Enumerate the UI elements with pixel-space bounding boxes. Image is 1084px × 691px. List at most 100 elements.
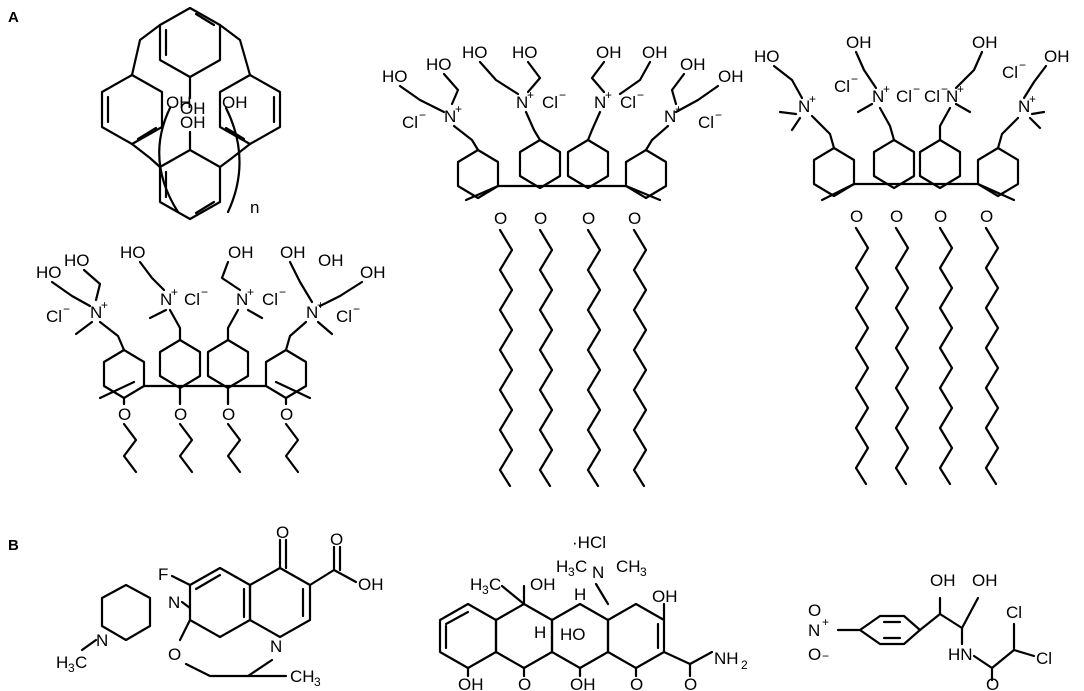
methyl-group: CH: [290, 667, 315, 686]
amide-group: NH: [714, 649, 739, 668]
atom-n-plus: N: [306, 303, 318, 322]
svg-text:−: −: [637, 88, 644, 102]
svg-text:−: −: [913, 82, 920, 96]
chloride-ion: Cl: [402, 113, 418, 132]
atom-oh: OH: [642, 43, 668, 62]
svg-text:3: 3: [640, 565, 647, 579]
chloride-ion: Cl: [542, 93, 558, 112]
svg-text:−: −: [941, 82, 948, 96]
fluoroquinolone-structure: O O OH F N O CH 3 N N H 3 C: [56, 523, 384, 689]
methyl-group: H: [56, 653, 68, 672]
atom-o: O: [518, 675, 531, 691]
svg-text:+: +: [527, 88, 534, 102]
svg-text:C: C: [575, 557, 587, 576]
svg-text:−: −: [201, 285, 208, 299]
chloride-ion: Cl: [46, 307, 62, 326]
atom-o: O: [280, 405, 293, 424]
svg-text:C: C: [75, 653, 87, 672]
atom-n-plus: N: [444, 107, 456, 126]
svg-text:−: −: [1019, 58, 1026, 72]
svg-text:3: 3: [314, 675, 321, 689]
hydrochloride-label: ·HCl: [572, 533, 606, 552]
atom-oh: OH: [972, 571, 998, 590]
chloride-ion: Cl: [336, 307, 352, 326]
svg-text:+: +: [101, 298, 108, 312]
atom-o: O: [118, 405, 131, 424]
atom-n-plus: N: [664, 107, 676, 126]
svg-text:2: 2: [741, 658, 748, 672]
atom-oh: OH: [930, 571, 956, 590]
chloride-ion: Cl: [620, 93, 636, 112]
atom-n-piperazine: N: [168, 593, 180, 612]
methyl-group: H: [556, 557, 568, 576]
atom-ho: HO: [120, 243, 146, 262]
nitro-n: N: [808, 621, 820, 640]
atom-n-plus: N: [594, 93, 606, 112]
calixarene-dodecyl-ammonium-mono-hydroxyethyl: HO OH OH OH N + N + N + N + Cl − Cl − Cl…: [754, 33, 1070, 486]
svg-text:+: +: [809, 92, 816, 106]
atom-oh-right: OH: [222, 93, 248, 112]
atom-n-plus: N: [516, 93, 528, 112]
atom-oh: OH: [1044, 47, 1070, 66]
atom-h: H: [574, 585, 586, 604]
atom-oh: OH: [570, 675, 596, 691]
dimethylamino-n: N: [592, 563, 604, 582]
svg-text:−: −: [559, 88, 566, 102]
atom-oh: OH: [280, 243, 306, 262]
atom-oh: OH: [972, 33, 998, 52]
svg-text:3: 3: [568, 565, 575, 579]
atom-n-plus: N: [798, 97, 810, 116]
atom-o: O: [222, 405, 235, 424]
svg-text:+: +: [883, 82, 890, 96]
svg-text:−: −: [353, 302, 360, 316]
atom-o-ketone: O: [276, 523, 289, 542]
atom-o: O: [534, 209, 547, 228]
atom-o-ring: O: [168, 645, 181, 664]
atom-oh-left: OH: [166, 93, 192, 112]
svg-text:+: +: [605, 88, 612, 102]
svg-text:−: −: [715, 108, 722, 122]
atom-oh: OH: [596, 43, 622, 62]
atom-ho: HO: [64, 251, 90, 270]
chloride-ion: Cl: [924, 87, 940, 106]
atom-cl: Cl: [1036, 649, 1052, 668]
chloramphenicol-structure: N O O + − OH OH HN O Cl Cl: [808, 571, 1052, 691]
atom-ho: HO: [512, 43, 538, 62]
atom-oh: OH: [846, 33, 872, 52]
nitro-o: O: [808, 645, 821, 664]
svg-text:−: −: [279, 285, 286, 299]
atom-n-plus: N: [236, 290, 248, 309]
svg-text:−: −: [419, 108, 426, 122]
panel-label-a: A: [8, 9, 19, 26]
panel-label-b: B: [8, 537, 19, 554]
atom-ho: HO: [754, 47, 780, 66]
svg-text:+: +: [1029, 92, 1036, 106]
svg-text:+: +: [957, 82, 964, 96]
svg-text:C: C: [489, 575, 501, 594]
chloride-ion: Cl: [896, 87, 912, 106]
svg-text:+: +: [455, 102, 462, 116]
methyl-group: CH: [616, 557, 641, 576]
atom-o: O: [628, 209, 641, 228]
atom-ho: HO: [426, 55, 452, 74]
atom-o: O: [684, 675, 697, 691]
atom-oh: OH: [652, 587, 678, 606]
chloride-ion: Cl: [834, 77, 850, 96]
atom-n-plus: N: [90, 303, 102, 322]
atom-o: O: [934, 207, 947, 226]
atom-o: O: [174, 405, 187, 424]
svg-text:+: +: [822, 615, 829, 629]
svg-text:+: +: [675, 102, 682, 116]
atom-oh: OH: [680, 55, 706, 74]
chloride-ion: Cl: [1002, 63, 1018, 82]
methyl-group: H: [470, 575, 482, 594]
svg-text:−: −: [63, 302, 70, 316]
atom-o: O: [582, 209, 595, 228]
svg-text:3: 3: [68, 661, 75, 675]
atom-n-plus: N: [872, 87, 884, 106]
calixarene-generic-structure: OH OH OH OH n: [100, 6, 282, 221]
atom-oh: OH: [360, 263, 386, 282]
svg-text:3: 3: [482, 583, 489, 597]
atom-o: O: [630, 675, 643, 691]
